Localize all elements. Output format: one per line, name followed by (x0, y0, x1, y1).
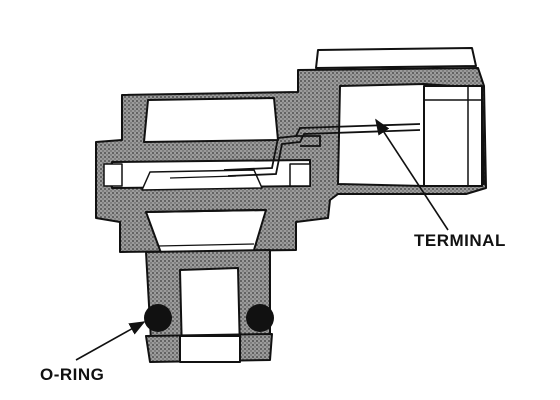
terminal-sleeve (423, 85, 483, 187)
terminal-leader-line (375, 118, 449, 231)
o-ring-leader-line (75, 321, 146, 361)
o-ring-right (246, 304, 274, 332)
connector-cap (315, 47, 477, 69)
sensor-housing (95, 47, 487, 363)
top-recess (143, 97, 279, 143)
right-clip (289, 163, 311, 187)
o-ring-left (144, 304, 172, 332)
terminal-label: TERMINAL (414, 231, 506, 250)
left-clip (103, 163, 123, 187)
terminal-pin (223, 123, 421, 177)
o-ring-label: O-RING (40, 365, 105, 384)
sensing-element (141, 169, 263, 191)
